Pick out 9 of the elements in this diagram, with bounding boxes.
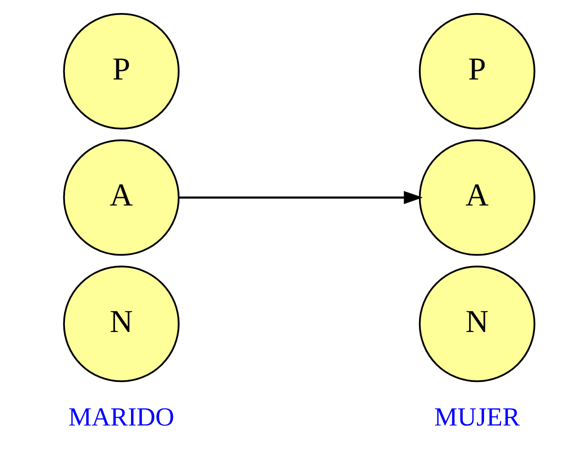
node-circle: N (418, 266, 535, 382)
node-circle: P (418, 12, 535, 130)
node-circle: P (62, 12, 180, 130)
node-circle: A (62, 139, 180, 256)
label: MARIDO (68, 402, 174, 432)
label: MUJER (434, 402, 520, 432)
node-circle: N (62, 266, 180, 382)
arrow (178, 190, 422, 204)
node-circle: A (418, 139, 535, 256)
